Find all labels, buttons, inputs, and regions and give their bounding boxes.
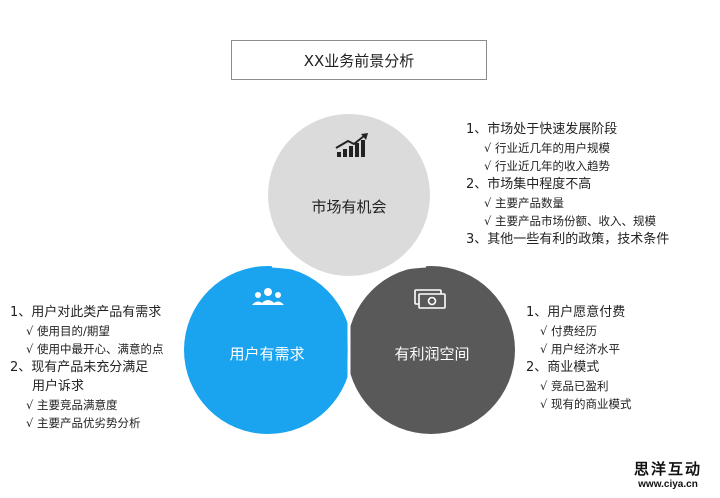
list-item: √ 主要产品市场份额、收入、规模 bbox=[484, 214, 656, 228]
circle-left-label: 用户有需求 bbox=[229, 345, 305, 363]
top-benefits-list: 1、市场处于快速发展阶段 √ 行业近几年的用户规模 √ 行业近几年的收入趋势 2… bbox=[466, 120, 669, 249]
circle-top-label: 市场有机会 bbox=[311, 198, 387, 216]
right-profit-list: 1、用户愿意付费 √ 付费经历 √ 用户经济水平 2、商业模式 √ 竞品已盈利 … bbox=[526, 303, 631, 413]
circle-right bbox=[347, 266, 515, 434]
list-item: 2、市场集中程度不高 bbox=[466, 177, 592, 192]
circle-top bbox=[268, 114, 430, 276]
list-item: √ 主要产品优劣势分析 bbox=[26, 416, 141, 430]
list-item: 2、现有产品未充分满足 bbox=[10, 360, 149, 375]
list-item: 1、市场处于快速发展阶段 bbox=[466, 122, 618, 137]
diagram-title: XX业务前景分析 bbox=[231, 40, 487, 80]
circle-left bbox=[184, 266, 352, 434]
list-item: √ 用户经济水平 bbox=[540, 342, 620, 356]
watermark-brand: 思洋互动 bbox=[633, 460, 702, 478]
list-item: √ 行业近几年的用户规模 bbox=[484, 141, 610, 155]
list-item: √ 使用目的/期望 bbox=[26, 324, 110, 338]
list-item: 2、商业模式 bbox=[526, 360, 600, 375]
list-item: 3、其他一些有利的政策，技术条件 bbox=[466, 232, 670, 247]
list-item: 用户诉求 bbox=[32, 379, 85, 394]
list-item: √ 主要产品数量 bbox=[484, 196, 564, 210]
money-bill-icon bbox=[414, 289, 446, 309]
user-group-icon bbox=[252, 288, 284, 305]
list-item: 1、用户对此类产品有需求 bbox=[10, 305, 162, 320]
list-item: √ 行业近几年的收入趋势 bbox=[484, 159, 610, 173]
list-item: √ 竞品已盈利 bbox=[540, 379, 609, 393]
left-needs-list: 1、用户对此类产品有需求 √ 使用目的/期望 √ 使用中最开心、满意的点 2、现… bbox=[10, 303, 163, 432]
list-item: √ 现有的商业模式 bbox=[540, 397, 632, 411]
list-item: √ 主要竞品满意度 bbox=[26, 398, 118, 412]
list-item: √ 付费经历 bbox=[540, 324, 597, 338]
list-item: 1、用户愿意付费 bbox=[526, 305, 626, 320]
separator-arc-right bbox=[348, 264, 427, 285]
bar-chart-trend-icon bbox=[335, 133, 368, 157]
list-item: √ 使用中最开心、满意的点 bbox=[26, 342, 164, 356]
circle-right-label: 有利润空间 bbox=[394, 345, 470, 363]
separator-arc-left bbox=[271, 264, 350, 285]
watermark-url: www.ciya.cn bbox=[638, 479, 698, 490]
watermark: 思洋互动 www.ciya.cn bbox=[634, 458, 702, 490]
